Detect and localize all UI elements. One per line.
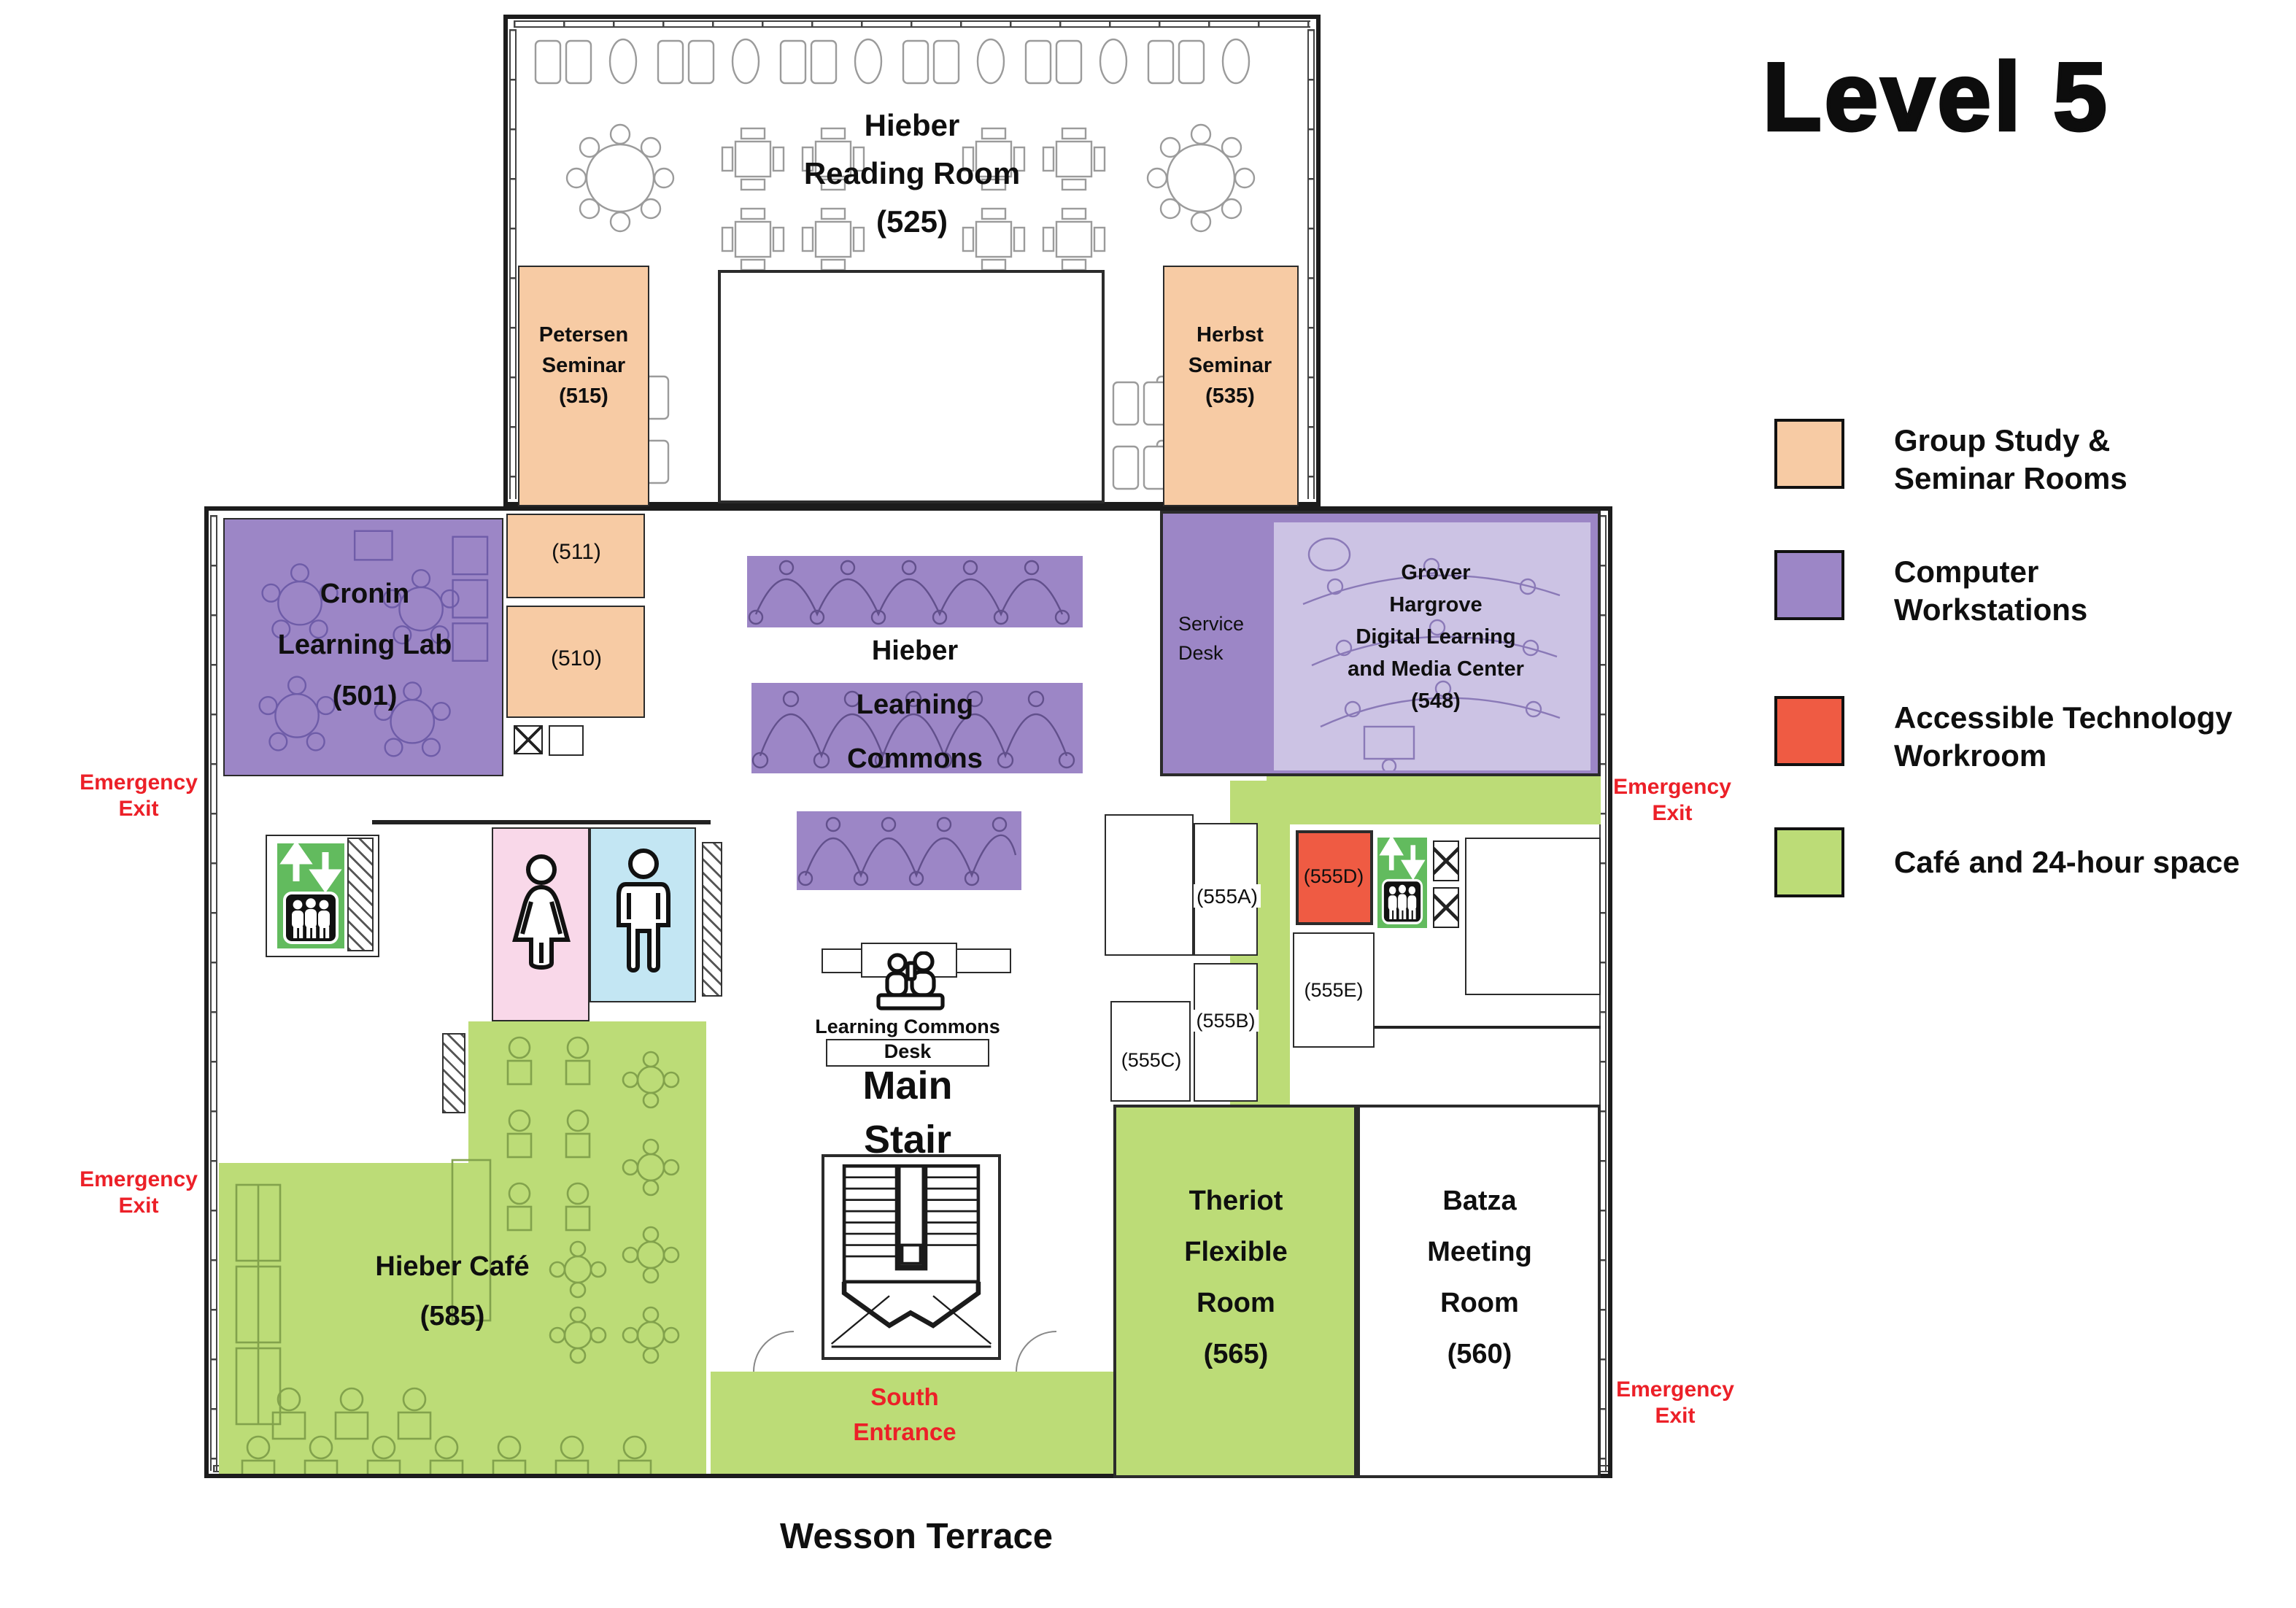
window-band-wing-right [1307,29,1315,499]
media-center-furniture-linework [1302,537,1561,770]
legend-label-group-study: Group Study & Seminar Rooms [1894,425,2127,496]
label-emergency-exit-left-top: Emergency Exit [80,770,198,822]
room-petersen-seminar [518,266,649,506]
label-555d: (555D) [1303,865,1364,887]
shaft-x-box-right-1 [1433,840,1459,881]
label-555a: (555A) [1193,884,1261,908]
label-wesson-terrace: Wesson Terrace [779,1518,1054,1557]
cronin-furniture-linework [258,530,489,757]
elevator-left [277,843,344,948]
room-cronin-learning-lab [223,518,503,776]
label-emergency-exit-left-bottom: Emergency Exit [80,1167,198,1218]
label-desk: Desk [884,1040,932,1062]
label-emergency-exit-right-top: Emergency Exit [1613,775,1731,826]
room-batza-meeting [1357,1105,1601,1478]
stair-linework [830,1164,992,1348]
room-left-of-555a [1105,814,1194,956]
wall-below-555e-h [1375,1026,1601,1029]
label-555c: (555C) [1121,1049,1182,1071]
restroom-men [590,827,696,1002]
reading-room-inner-room [718,270,1105,503]
room-555d-accessible-technology [1296,830,1373,925]
lc-desk-people-icon [876,951,946,1013]
green-strip-below-media-center [1267,776,1601,824]
label-511: (511) [552,540,601,565]
room-511 [506,514,645,598]
window-band-main-left [210,515,217,1471]
commons-workstation-band-2 [751,683,1083,773]
commons-workstation-band-1 [747,556,1083,627]
cafe-furniture-linework [235,1036,680,1474]
window-band-wing-left [509,29,517,499]
legend-label-computer-workstations: Computer Workstations [1894,556,2088,627]
label-learning-commons-desk: Learning Commons [815,1016,1000,1037]
room-555b [1194,963,1258,1102]
legend-swatch-group-study [1774,419,1844,489]
label-hieber-cafe: Hieber Café (585) [375,1252,530,1332]
label-555b: (555B) [1193,1010,1259,1032]
women-restroom-icon [512,854,571,970]
window-band-top [514,20,1310,28]
label-petersen: Petersen Seminar (515) [538,324,629,409]
cafe-area-left [219,1163,468,1474]
room-555e [1293,932,1375,1048]
commons-band2-linework [751,690,1075,769]
commons-band1-linework [748,560,1070,625]
room-herbst-seminar [1163,266,1299,506]
utility-box-below-510 [549,725,584,756]
south-entrance-band [711,1372,1113,1474]
room-510 [506,606,645,718]
shaft-x-box-right-2 [1433,887,1459,928]
legend-label-cafe: Café and 24-hour space [1894,846,2240,880]
label-grover-media-center: Grover Hargrove Digital Learning and Med… [1348,562,1524,714]
shaft-hatch-cafe-column [442,1033,465,1113]
cafe-area-mid [468,1021,706,1474]
wall-above-restrooms [372,820,711,824]
room-right-of-elevator [1465,838,1601,995]
commons-band3-linework [797,816,1017,886]
lc-desk-counter-right [953,948,1011,973]
label-south-entrance: South Entrance [853,1385,956,1446]
label-main-stair: Main Stair [862,1064,953,1161]
men-restroom-icon [616,849,670,973]
label-cronin: Cronin Learning Lab (501) [277,579,452,712]
legend-swatch-cafe [1774,827,1844,897]
lc-desk-sub-box [826,1039,989,1067]
media-center-inner-area [1274,522,1590,770]
label-learning-commons: Hieber Learning Commons [847,636,983,775]
legend-label-accessible-technology: Accessible Technology Workroom [1894,702,2233,773]
shaft-hatch-left-elevator [347,838,374,951]
legend-swatch-computer-workstations [1774,550,1844,620]
commons-workstation-band-3 [797,811,1021,890]
restroom-women [492,827,590,1021]
shaft-x-box-below-510 [514,725,543,754]
label-batza: Batza Meeting Room (560) [1427,1186,1532,1370]
label-reading-room: Hieber Reading Room (525) [803,109,1021,239]
shaft-hatch-right-of-restrooms [702,842,722,997]
room-theriot-flexible [1113,1105,1357,1478]
label-theriot: Theriot Flexible Room (565) [1184,1186,1288,1370]
main-stair-room [822,1154,1001,1360]
label-service-desk: Service Desk [1178,613,1245,664]
page-title: Level 5 [1761,41,2110,152]
label-emergency-exit-right-bottom: Emergency Exit [1616,1377,1734,1429]
elevator-right [1377,838,1427,928]
room-555c [1110,1001,1191,1102]
label-510: (510) [550,646,603,671]
elevator-right-icon [1377,838,1427,928]
label-555e: (555E) [1304,979,1364,1001]
elevator-left-icon [277,843,344,948]
reading-room-furniture-linework [534,38,1287,490]
legend-swatch-accessible-technology [1774,696,1844,766]
label-herbst: Herbst Seminar (535) [1188,324,1272,409]
